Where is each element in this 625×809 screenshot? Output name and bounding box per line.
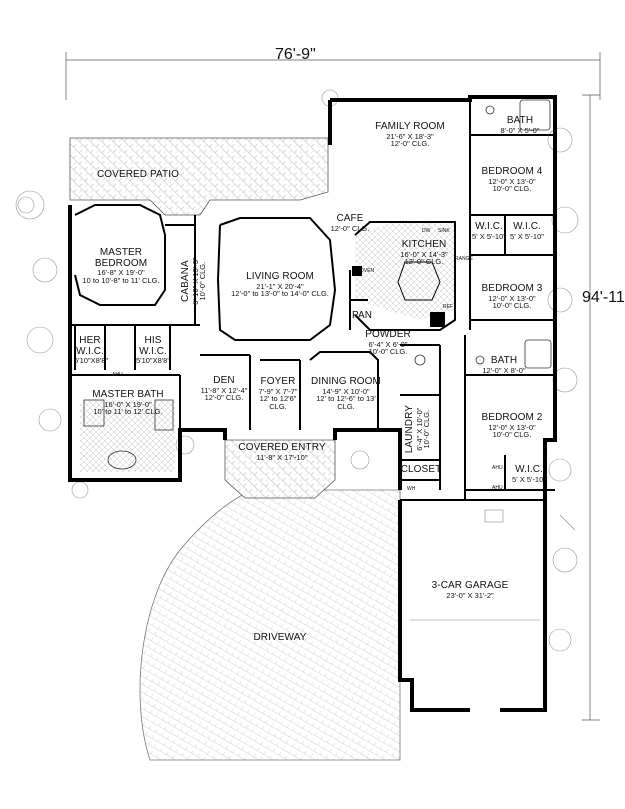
- powder-label: POWDER 6'-4" X 6'-0" 10'-0" CLG.: [365, 329, 411, 357]
- driveway-label: DRIVEWAY: [253, 632, 307, 643]
- cafe-label: CAFE 12'-0" CLG.: [330, 213, 370, 233]
- laundry-label: LAUNDRY 6'-4" X 10'-0" 10'-0" CLG.: [403, 404, 432, 454]
- her-wic-label: HER W.I.C. 5'10"X8'8": [74, 335, 109, 365]
- overall-depth-dimension: 94'-11": [582, 289, 625, 306]
- family-room-label: FAMILY ROOM 21'-6" X 18'-3" 12'-0" CLG.: [375, 121, 445, 149]
- bedroom2-label: BEDROOM 2 12'-0" X 13'-0" 10'-0" CLG.: [481, 412, 543, 440]
- cafe-column: [352, 266, 362, 276]
- kitchen-tile: [355, 220, 455, 320]
- driveway-area: [139, 489, 401, 761]
- cabana-label: CABANA 6'-10" X 13'-3" 10'-0" CLG.: [179, 257, 208, 305]
- wh-tag-master: AHU: [112, 372, 123, 378]
- living-room-label: LIVING ROOM 21'-1" X 20'-4" 12'-0" to 13…: [231, 271, 329, 299]
- wic-b-label: W.I.C. 5' X 5'-10": [510, 221, 544, 241]
- landscaping: [15, 89, 579, 652]
- refrigerator: [430, 312, 445, 327]
- range-tag: RANGE: [455, 256, 473, 262]
- covered-entry-label: COVERED ENTRY 11'-8" X 17'-10": [238, 442, 326, 462]
- wic-a-label: W.I.C. 5' X 5'-10": [472, 221, 506, 241]
- bath-mid-label: BATH 12'-0" X 8'-0": [482, 355, 526, 375]
- master-bath-tile: [80, 400, 175, 472]
- covered-patio-label: COVERED PATIO: [96, 169, 180, 180]
- ahu-tag-1: AHU: [492, 465, 503, 471]
- kitchen-label: KITCHEN 16'-0" X 14'-3" 12'-0" CLG.: [400, 239, 448, 267]
- exterior-walls: [68, 95, 557, 712]
- bedroom3-label: BEDROOM 3 12'-0" X 13'-0" 10'-0" CLG.: [481, 283, 543, 311]
- water-heater-tag: WH: [407, 486, 416, 492]
- master-bath-label: MASTER BATH 16'-0" X 19'-0" 10' to 11' t…: [92, 389, 164, 417]
- bedroom4-label: BEDROOM 4 12'-0" X 13'-0" 10'-0" CLG.: [481, 166, 543, 194]
- sink-tag: SINK: [438, 228, 450, 234]
- dishwasher-tag: DW: [422, 228, 431, 234]
- his-wic-label: HIS W.I.C. 5'10"X8'8": [135, 335, 171, 365]
- ahu-tag-2: AHU: [492, 485, 503, 491]
- den-label: DEN 11'-8" X 12'-4" 12'-0" CLG.: [200, 375, 248, 403]
- covered-patio-area: [69, 137, 329, 216]
- overall-width-dimension: 76'-9": [275, 46, 316, 63]
- garage-details: [410, 509, 576, 621]
- ref-tag: REF: [443, 304, 453, 310]
- master-bedroom-label: MASTER BEDROOM 16'-8" X 19'-0" 10 to 10'…: [82, 247, 160, 285]
- bath-fixtures: [83, 99, 552, 470]
- dining-room-label: DINING ROOM 14'-9" X 10'-0" 12' to 12'-6…: [311, 376, 381, 412]
- dimension-lines: [65, 52, 601, 721]
- closet-label: CLOSET: [400, 464, 442, 475]
- wic-c-label: W.I.C. 5' X 5'-10": [512, 464, 546, 484]
- pantry-label: PAN: [352, 310, 373, 321]
- bath-top-label: BATH 8'-0" X 5'-0": [500, 115, 540, 135]
- foyer-label: FOYER 7'-9" X 7'-7" 12' to 12'6" CLG.: [258, 376, 298, 412]
- kitchen-island: [397, 261, 441, 301]
- oven-tag: OVEN: [360, 268, 375, 274]
- interior-walls: [70, 100, 555, 501]
- garage-label: 3-CAR GARAGE 23'-0" X 31'-2": [431, 580, 509, 600]
